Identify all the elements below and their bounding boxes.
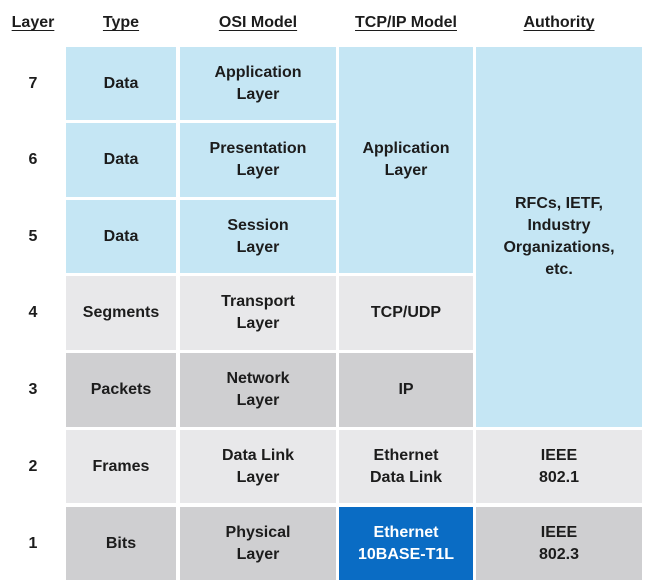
tcpip-ethernet-data-link: Ethernet Data Link (339, 430, 473, 503)
tcpip-ethernet-10base-t1l: Ethernet 10BASE-T1L (339, 507, 473, 580)
type-cell-2: Frames (66, 430, 176, 503)
header-authority: Authority (523, 14, 595, 31)
layer-number-7: 7 (28, 74, 38, 92)
header-tcpip-model: TCP/IP Model (355, 14, 457, 31)
layer-number-5: 5 (28, 227, 38, 245)
osi-cell-1: Physical Layer (180, 507, 336, 580)
authority-ieee-802-1: IEEE 802.1 (476, 430, 642, 503)
type-cell-6: Data (66, 123, 176, 197)
osi-cell-5: Session Layer (180, 200, 336, 273)
type-cell-1: Bits (66, 507, 176, 580)
osi-cell-4: Transport Layer (180, 276, 336, 350)
header-layer: Layer (11, 14, 55, 31)
authority-ieee-802-3: IEEE 802.3 (476, 507, 642, 580)
header-type: Type (102, 14, 140, 31)
layer-number-1: 1 (28, 534, 38, 552)
type-cell-3: Packets (66, 353, 176, 427)
authority-rfcs-ietf: RFCs, IETF, Industry Organizations, etc. (476, 47, 642, 427)
header-osi-model: OSI Model (218, 14, 298, 31)
layer-number-2: 2 (28, 457, 38, 475)
layer-number-6: 6 (28, 151, 38, 168)
osi-cell-6: Presentation Layer (180, 123, 336, 197)
tcpip-application-layer: Application Layer (339, 47, 473, 273)
osi-cell-3: Network Layer (180, 353, 336, 427)
tcpip-tcp-udp: TCP/UDP (339, 276, 473, 350)
type-cell-7: Data (66, 47, 176, 120)
osi-cell-2: Data Link Layer (180, 430, 336, 503)
tcpip-ip: IP (339, 353, 473, 427)
layer-number-3: 3 (28, 381, 38, 398)
type-cell-5: Data (66, 200, 176, 273)
osi-cell-7: Application Layer (180, 47, 336, 120)
type-cell-4: Segments (66, 276, 176, 350)
layer-number-4: 4 (28, 304, 38, 321)
